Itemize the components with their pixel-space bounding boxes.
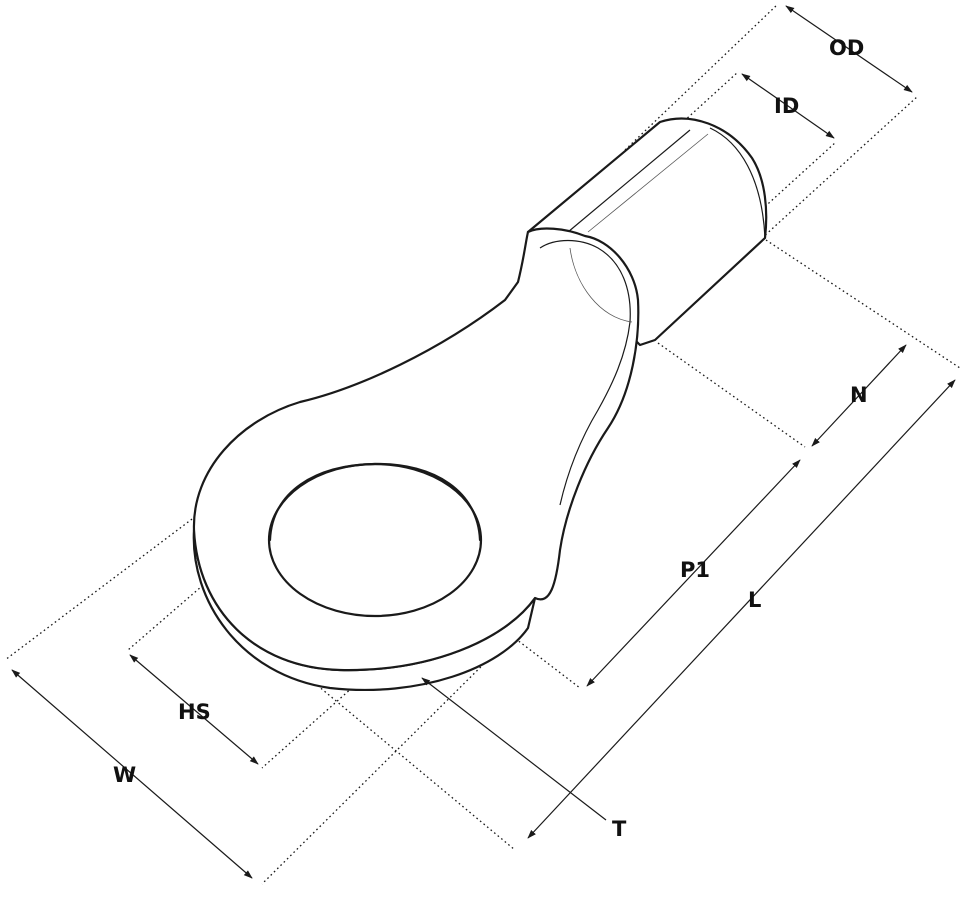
- ring-terminal: [192, 117, 768, 692]
- dim-id: [741, 73, 835, 139]
- label-l: L: [748, 588, 761, 612]
- dim-w: [11, 669, 253, 879]
- label-hs: HS: [178, 700, 211, 724]
- dim-l: [527, 379, 956, 839]
- ext-n: [657, 342, 806, 448]
- barrel-seam: [567, 129, 691, 233]
- ext-od-lower: [761, 95, 919, 239]
- ext-w-lower: [261, 627, 521, 885]
- label-id: ID: [774, 94, 799, 118]
- ext-w-upper: [4, 399, 351, 661]
- barrel-end-curve: [709, 127, 766, 239]
- ext-barrel-end: [765, 239, 961, 369]
- dimension-lines: [11, 5, 956, 879]
- barrel-inner-shadow: [569, 247, 633, 323]
- label-w: W: [113, 763, 136, 787]
- dim-od: [785, 5, 913, 93]
- label-n: N: [850, 383, 868, 407]
- label-p1: P1: [680, 558, 710, 582]
- dim-t-leader: [421, 677, 607, 821]
- ring-hole: [267, 462, 483, 618]
- ext-od-upper: [624, 3, 779, 151]
- label-t: T: [612, 817, 627, 841]
- dimension-labels: OD ID N P1 L HS W T: [113, 36, 868, 841]
- label-od: OD: [829, 36, 864, 60]
- barrel-seam-2: [587, 133, 709, 233]
- ring-hole-inner: [268, 462, 482, 542]
